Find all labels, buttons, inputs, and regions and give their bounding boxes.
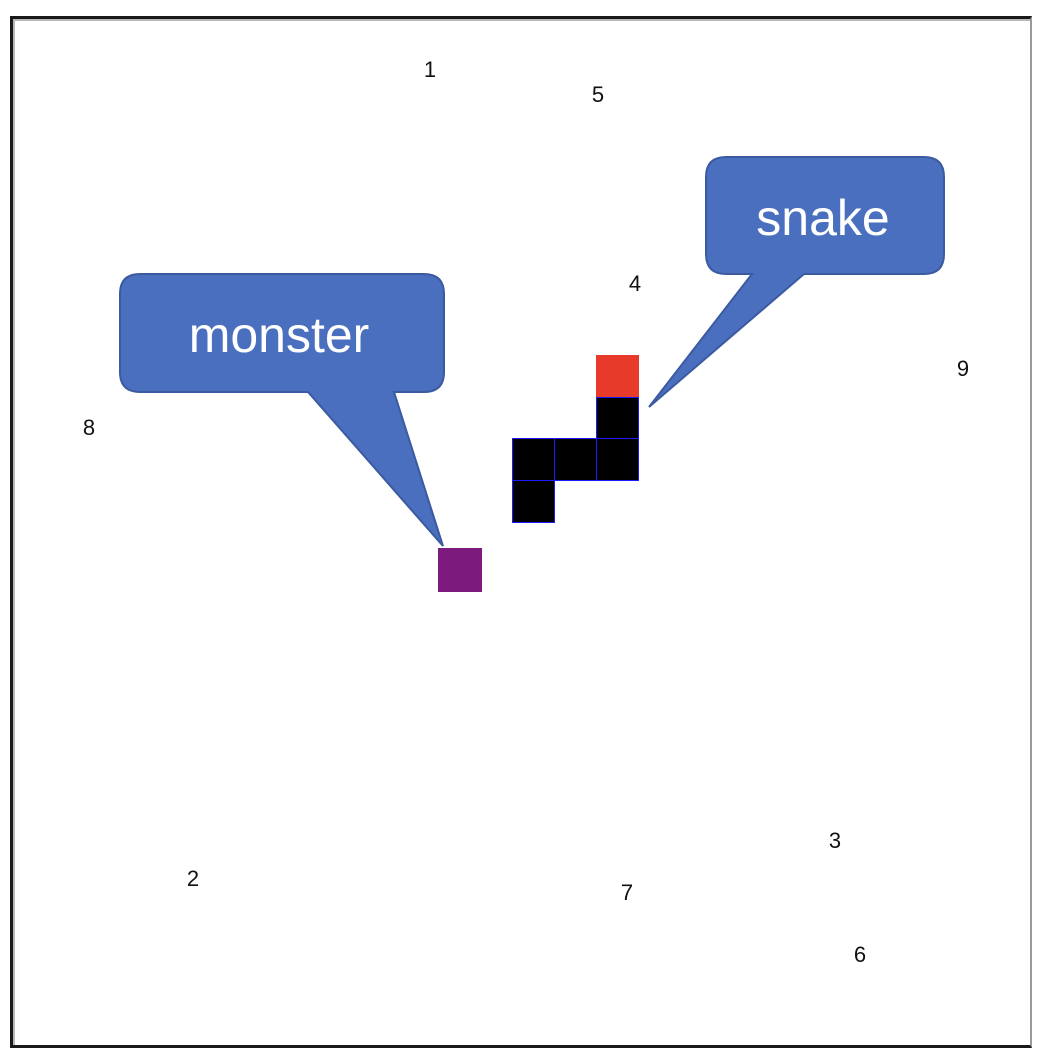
snake-segment (554, 438, 597, 481)
food-item-5: 5 (591, 82, 605, 107)
food-item-8: 8 (82, 415, 96, 440)
snake-segment (512, 438, 555, 481)
food-item-9: 9 (956, 356, 970, 381)
snake-segment (596, 397, 639, 439)
game-board (10, 16, 1032, 1048)
food-item-7: 7 (620, 880, 634, 905)
snake-segment (596, 438, 639, 481)
snake-head (596, 355, 639, 398)
food-item-4: 4 (628, 271, 642, 296)
food-item-6: 6 (853, 942, 867, 967)
snake-segment (512, 480, 555, 523)
food-item-1: 1 (423, 57, 437, 82)
monster (438, 548, 482, 592)
food-item-3: 3 (828, 828, 842, 853)
food-item-2: 2 (186, 866, 200, 891)
